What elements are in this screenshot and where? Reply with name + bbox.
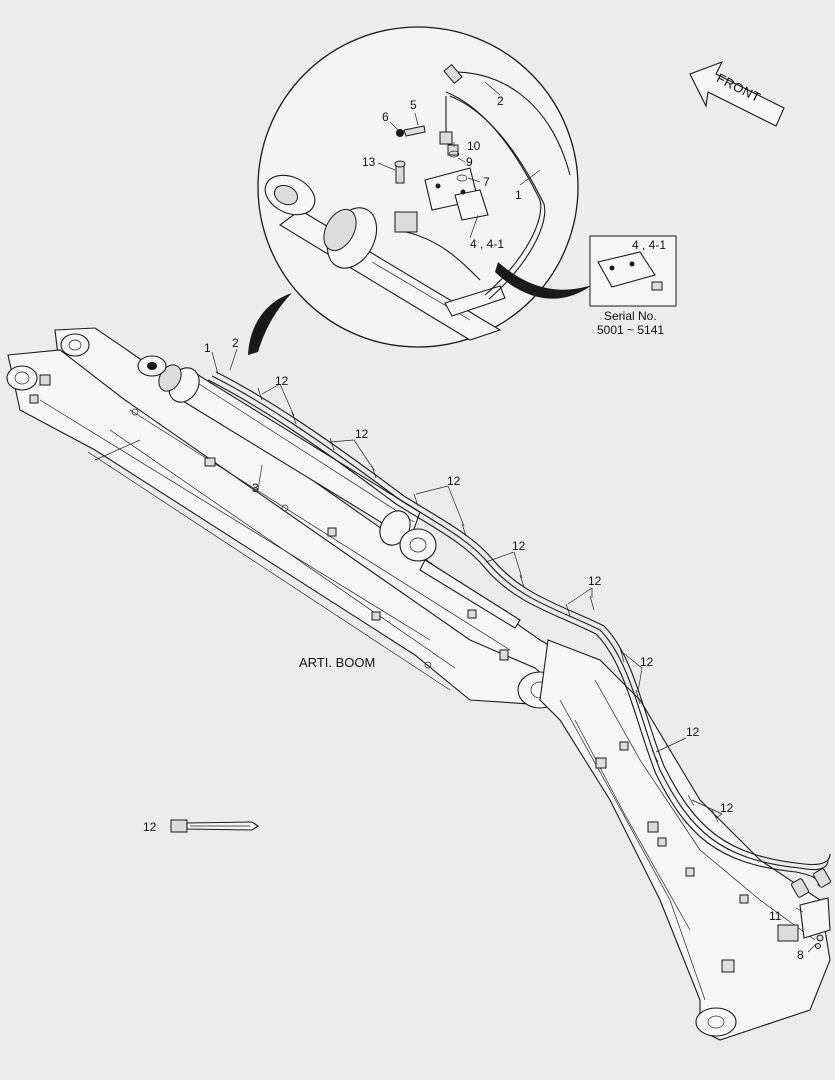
callout-12-c: 12: [447, 474, 461, 488]
callout-12-a: 12: [275, 374, 289, 388]
boom-cylinder: [137, 355, 521, 629]
serial-inset: 4 , 4-1: [589, 235, 677, 307]
callout-3: 3: [252, 481, 259, 495]
cable-tie-legend: [170, 819, 259, 833]
detail-callout-2: 2: [497, 94, 504, 108]
callout-12-b: 12: [355, 427, 369, 441]
callout-12-f: 12: [640, 655, 654, 669]
inset-part-label: 4 , 4-1: [632, 238, 666, 252]
detail-callout-6: 6: [382, 110, 389, 124]
boom-label: ARTI. BOOM: [299, 655, 375, 670]
detail-callout-1: 1: [515, 188, 522, 202]
callout-12-legend: 12: [143, 820, 157, 834]
callout-11: 11: [769, 909, 782, 923]
callout-12-h: 12: [720, 801, 734, 815]
end-fittings: [777, 868, 831, 949]
callout-1: 1: [204, 341, 211, 355]
serial-range: 5001 ~ 5141: [597, 323, 664, 337]
detail-callout-10: 10: [467, 139, 481, 153]
callout-12-d: 12: [512, 539, 526, 553]
front-arrow: FRONT: [689, 60, 785, 127]
boom-structure: [6, 327, 831, 1041]
callout-2: 2: [232, 336, 239, 350]
serial-title: Serial No.: [604, 309, 657, 323]
callout-8: 8: [797, 948, 804, 962]
detail-view: [248, 26, 592, 355]
detail-callout-5: 5: [410, 98, 417, 112]
detail-callout-9: 9: [466, 155, 473, 169]
callout-12-g: 12: [686, 725, 700, 739]
detail-callout-13: 13: [362, 155, 376, 169]
detail-callout-7: 7: [483, 175, 490, 189]
callout-12-e: 12: [588, 574, 602, 588]
hose-run: [207, 371, 831, 887]
leader-lines: [211, 81, 817, 953]
detail-callout-4: 4 , 4-1: [470, 237, 504, 251]
